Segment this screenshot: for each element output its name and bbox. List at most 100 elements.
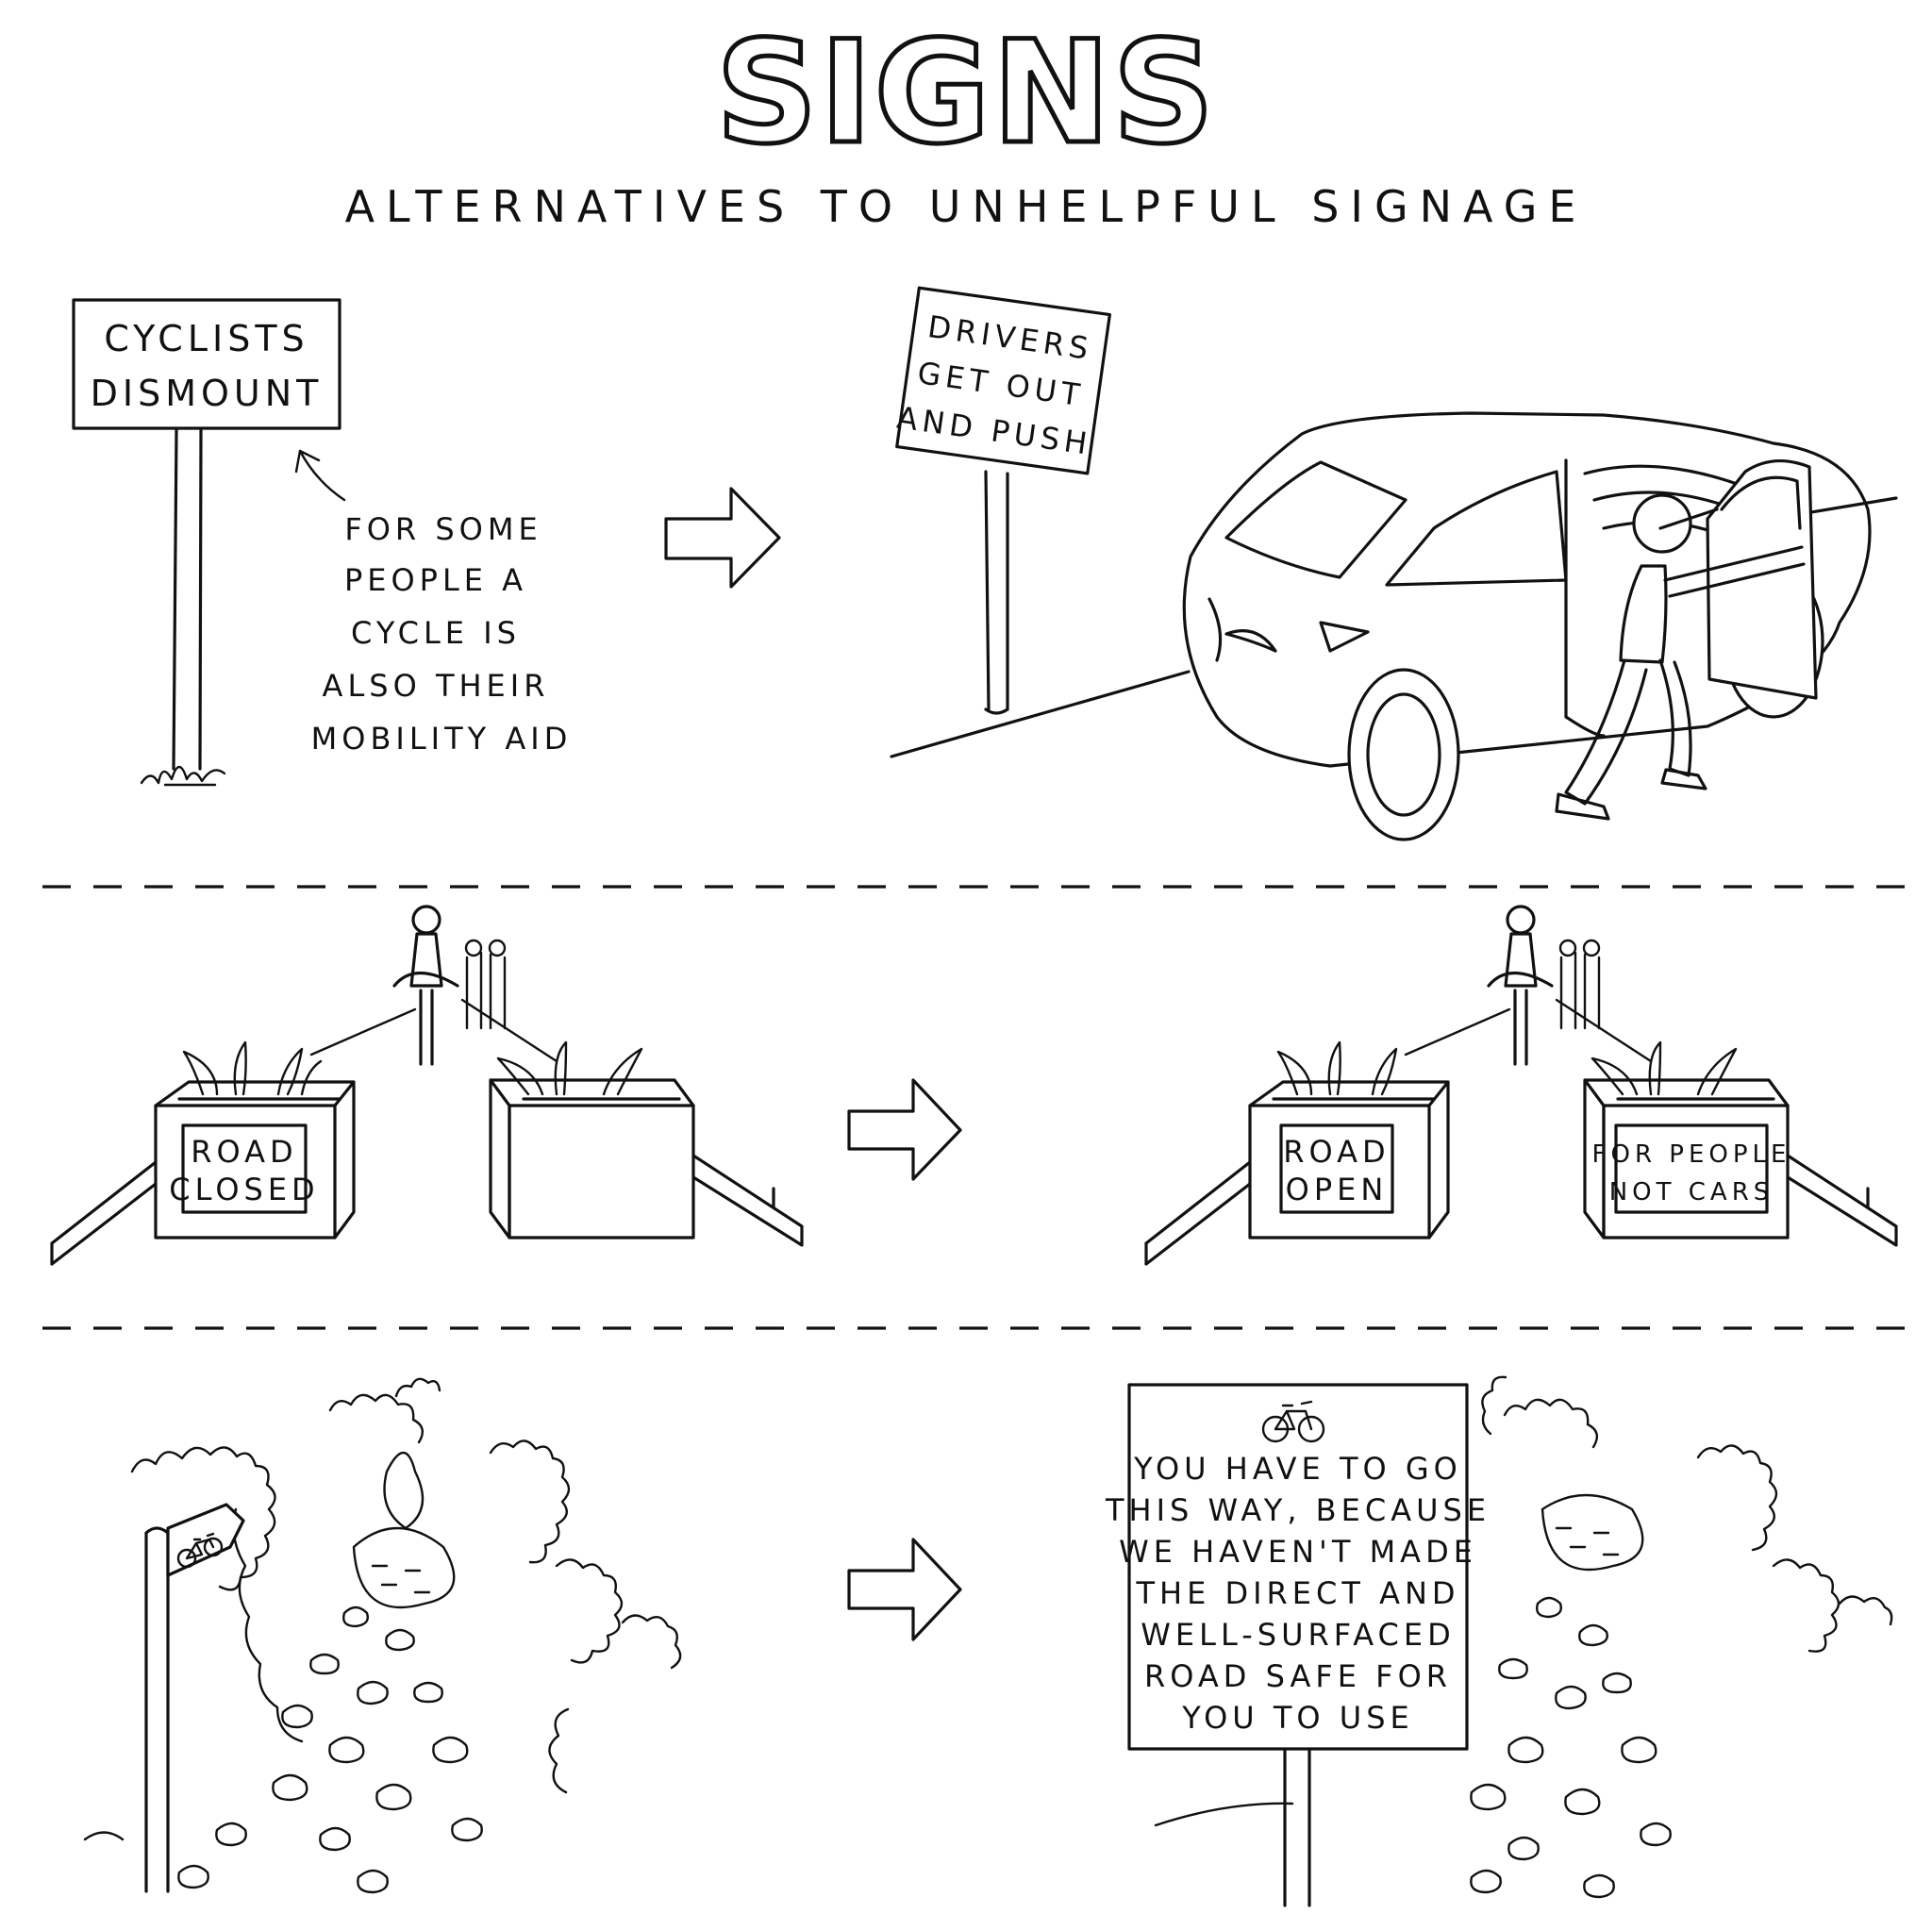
pointer-arrow-icon xyxy=(294,449,346,502)
person-pushing xyxy=(1555,493,1806,821)
person-head xyxy=(1632,493,1692,554)
person-torso xyxy=(1619,564,1668,664)
bicycle-icon xyxy=(419,989,434,1066)
pedestrian-head xyxy=(464,939,483,957)
planter-plants xyxy=(1276,1040,1398,1096)
path-stones xyxy=(177,1606,483,1894)
detour-path-panel xyxy=(83,1377,682,1894)
ground-line xyxy=(1154,1802,1294,1827)
car-front-wheel xyxy=(1347,668,1460,841)
pedestrian-head xyxy=(488,939,507,957)
bicycle-icon xyxy=(1261,1400,1325,1443)
arrow-right-icon xyxy=(847,1078,962,1181)
person-arm-up xyxy=(1658,507,1719,530)
planter-box xyxy=(508,1104,695,1240)
tree-canopy xyxy=(328,1393,425,1444)
bush-outline xyxy=(1772,1558,1840,1653)
cyclist-body xyxy=(392,932,459,988)
planter-plants xyxy=(1591,1040,1738,1096)
pedestrian-head xyxy=(1582,939,1601,957)
road-curb-right xyxy=(1786,1154,1898,1247)
bush-outline xyxy=(232,1507,304,1743)
path-hump xyxy=(352,1526,456,1609)
path-texture xyxy=(1555,1526,1620,1556)
door-window xyxy=(1720,475,1802,530)
cyclists-dismount-sign xyxy=(72,298,341,430)
road-curb-left xyxy=(1144,1160,1252,1266)
bush-outline xyxy=(555,1558,624,1664)
person-arms xyxy=(1663,545,1806,598)
pedestrians xyxy=(1559,951,1601,1030)
sign-post xyxy=(984,470,1009,715)
grass-tuft xyxy=(140,765,226,787)
bush-outline xyxy=(1838,1595,1893,1626)
road-curb-right xyxy=(691,1154,804,1247)
ground-line xyxy=(83,1831,125,1841)
bush-outline xyxy=(1696,1444,1778,1552)
sign-text-line: CYCLISTS xyxy=(104,318,308,359)
bush-outline xyxy=(1481,1375,1507,1436)
note-text-line: CYCLE IS xyxy=(351,615,521,651)
planter-plants xyxy=(182,1040,323,1096)
bicycle-icon xyxy=(176,1532,224,1569)
road-open-sign xyxy=(1279,1123,1394,1214)
car-headlight xyxy=(1208,597,1223,662)
person-legs xyxy=(1564,658,1692,806)
note-text-line: PEOPLE A xyxy=(344,562,527,598)
arrow-right-icon xyxy=(847,1538,962,1641)
sign-text-line: THE DIRECT AND xyxy=(1135,1575,1459,1611)
page-subtitle: ALTERNATIVES TO UNHELPFUL SIGNAGE xyxy=(345,181,1588,232)
car-windscreen xyxy=(1224,460,1407,579)
sign-text-line: CLOSED xyxy=(169,1172,319,1207)
sign-text-line: FOR PEOPLE xyxy=(1592,1140,1791,1169)
sign-text-line: NOT CARS xyxy=(1609,1178,1774,1206)
sign-text-line: YOU TO USE xyxy=(1181,1700,1413,1736)
bush-outline xyxy=(621,1614,682,1670)
car-door-frame xyxy=(1564,458,1606,738)
sign-text-line: THIS WAY, BECAUSE xyxy=(1105,1492,1491,1528)
detour-sign xyxy=(1127,1383,1469,1751)
sign-text-line: ROAD SAFE FOR xyxy=(1144,1658,1452,1694)
tree-canopy xyxy=(1503,1398,1599,1449)
road-perspective xyxy=(309,998,558,1063)
person-shoes xyxy=(1555,768,1707,821)
cyclist-head xyxy=(411,905,441,935)
path-texture xyxy=(371,1564,431,1594)
bicycle-icon xyxy=(1513,989,1528,1066)
cyclists-dismount-panel: CYCLISTS DISMOUNT FOR SOME PEOPLE A CYCL… xyxy=(72,298,573,787)
signpost xyxy=(144,1526,170,1893)
road-closed-sign xyxy=(181,1123,308,1214)
path-hump xyxy=(1541,1493,1644,1572)
planter-top xyxy=(154,1080,356,1240)
sign-text-line: ROAD xyxy=(191,1134,297,1170)
arrow-right-icon xyxy=(664,487,781,589)
planter-top xyxy=(1583,1078,1790,1240)
car-window xyxy=(1385,470,1568,587)
pedestrians xyxy=(465,951,507,1030)
car-body xyxy=(1182,411,1872,768)
note-text-line: MOBILITY AID xyxy=(311,721,573,757)
tree-canopy xyxy=(394,1377,441,1398)
detour-sign-panel: YOU HAVE TO GO THIS WAY, BECAUSE WE HAVE… xyxy=(1105,1375,1893,1907)
planter-top xyxy=(489,1078,695,1240)
car-grille xyxy=(1224,629,1277,653)
road-open-panel: ROAD OPEN FOR PEOPLE NOT CARS xyxy=(1144,905,1898,1266)
cyclist-head xyxy=(1506,905,1536,935)
wheel-hub xyxy=(1366,692,1441,817)
car-illustration xyxy=(1182,411,1872,841)
pedestrian-head xyxy=(1558,939,1577,957)
road-perspective xyxy=(1404,998,1653,1063)
sign-text-line: ROAD xyxy=(1283,1134,1390,1170)
sign-post xyxy=(172,428,203,771)
car-indicator xyxy=(1319,621,1370,653)
road-curb-left xyxy=(50,1160,158,1266)
bush-outline xyxy=(548,1707,570,1794)
bush-outline xyxy=(130,1446,276,1591)
sign-text-line: YOU HAVE TO GO xyxy=(1133,1451,1462,1487)
bush-outline xyxy=(489,1439,571,1564)
sign-text-line: WE HAVEN'T MADE xyxy=(1119,1534,1477,1570)
path-stones xyxy=(1470,1596,1672,1899)
for-people-sign xyxy=(1614,1123,1769,1214)
